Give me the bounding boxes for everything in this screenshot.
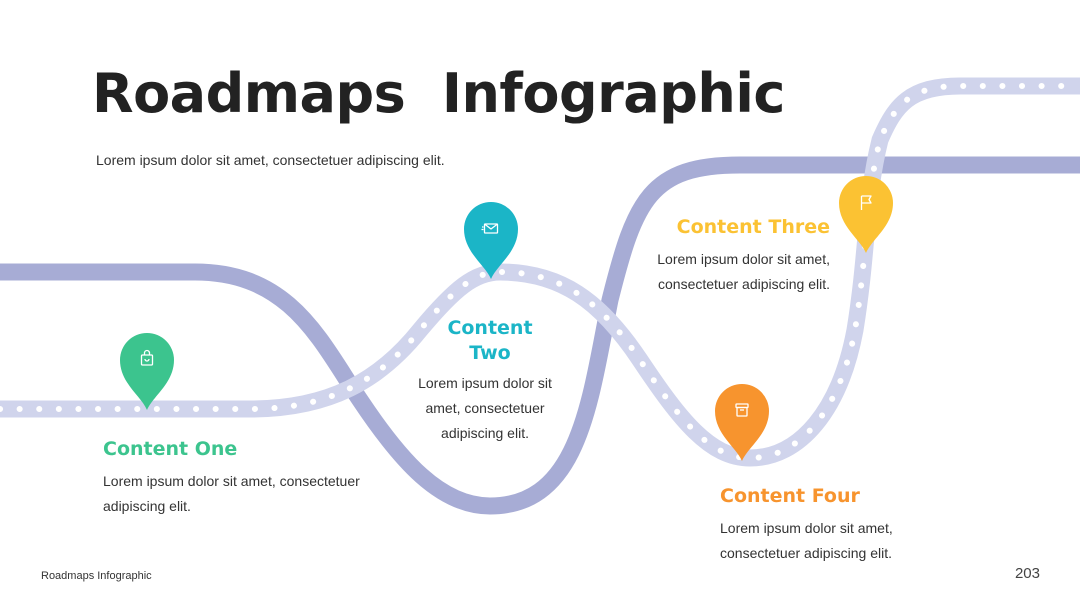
- page-title: Roadmaps Infographic: [92, 62, 785, 125]
- flag-icon: [860, 195, 872, 210]
- light-road-dots: [0, 83, 1080, 462]
- pin-content-four: [715, 384, 769, 461]
- dark-road: [0, 156, 1080, 515]
- footer-label: Roadmaps Infographic: [41, 570, 152, 582]
- page-number: 203: [1014, 565, 1040, 582]
- content-four-text: Lorem ipsum dolor sit amet, consectetuer…: [720, 520, 893, 561]
- archive-box-icon: [735, 403, 749, 417]
- content-three-text: Lorem ipsum dolor sit amet, consectetuer…: [657, 251, 830, 292]
- intro-text: Lorem ipsum dolor sit amet, consectetuer…: [96, 152, 445, 168]
- content-four-title: Content Four: [720, 485, 860, 507]
- pin-content-three: [839, 176, 893, 253]
- content-three-title: Content Three: [676, 216, 830, 238]
- content-one-text: Lorem ipsum dolor sit amet, consectetuer…: [103, 473, 360, 514]
- content-one-title: Content One: [103, 438, 238, 460]
- content-two-title: Content Two: [447, 317, 533, 364]
- content-two-text: Lorem ipsum dolor sit amet, consectetuer…: [418, 375, 552, 441]
- shopping-bag-icon: [140, 349, 154, 366]
- pin-content-two: [464, 202, 518, 279]
- pin-content-one: [120, 333, 174, 410]
- envelope-icon: [481, 223, 499, 234]
